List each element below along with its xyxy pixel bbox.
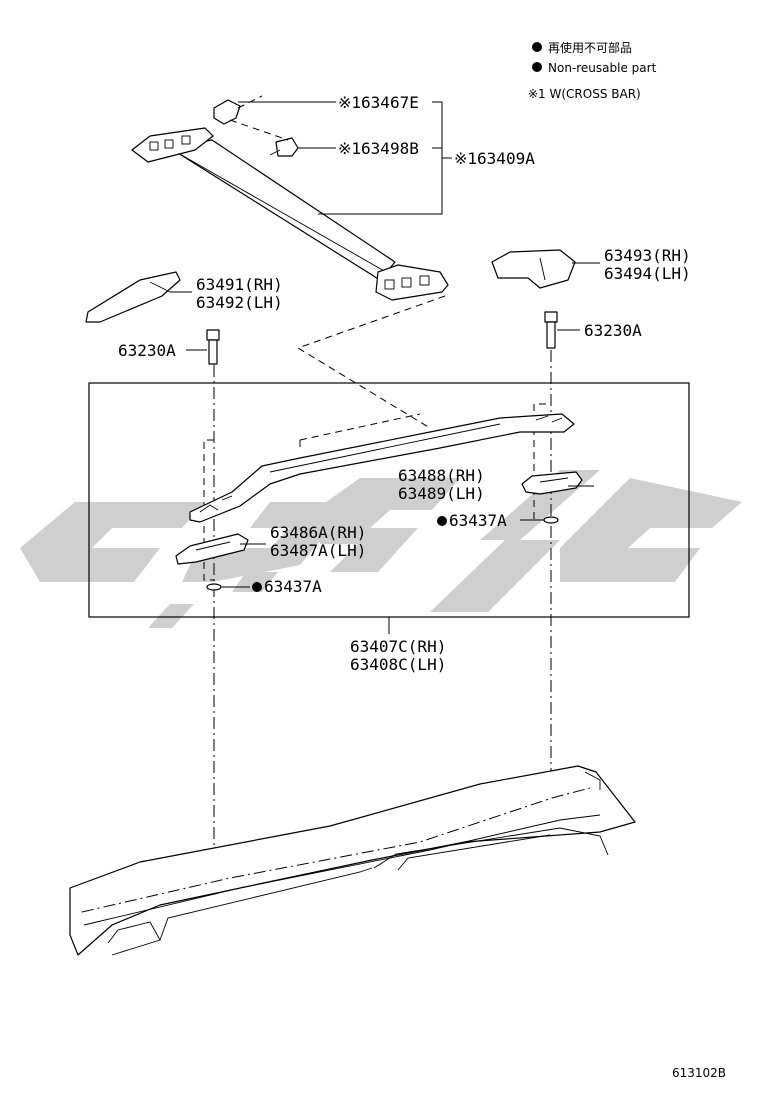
washer-right (543, 516, 559, 524)
legend-note-text: ※1 W(CROSS BAR) (528, 87, 641, 101)
washer-left (206, 583, 222, 591)
label-63488: 63488(RH) (398, 466, 485, 485)
roof-rail (189, 413, 575, 523)
label-63498B: ※163498B (338, 139, 419, 158)
nonreusable-bullet-icon-2 (532, 62, 542, 72)
guide-rail-upper (299, 413, 421, 448)
legend-jp-text: 再使用不可部品 (548, 40, 632, 55)
label-63409A: ※163409A (454, 149, 535, 168)
guide-left-box (203, 439, 214, 581)
legend-en-text: Non-reusable part (548, 61, 657, 75)
label-63489: 63489(LH) (398, 484, 485, 503)
vehicle-roof (69, 765, 636, 956)
label-63230A-right: 63230A (584, 321, 642, 340)
label-63493: 63493(RH) (604, 246, 691, 265)
end-cover-right (491, 249, 576, 289)
guide-bar-to-rail (296, 295, 446, 429)
label-63437A-left: 63437A (264, 577, 322, 596)
watermark-logo (20, 470, 742, 628)
nonreusable-marker-icon-2 (252, 582, 262, 592)
label-63467E: ※163467E (338, 93, 419, 112)
label-63407C: 63407C(RH) (350, 637, 446, 656)
support-63486A (175, 533, 249, 565)
bolt-left (206, 329, 220, 365)
nonreusable-bullet-icon (532, 42, 542, 52)
cross-bar-assembly (131, 95, 449, 301)
label-63230A-left: 63230A (118, 341, 176, 360)
legend: 再使用不可部品 Non-reusable part ※1 W(CROSS BAR… (528, 40, 657, 101)
end-cover-left (85, 271, 181, 323)
label-63491: 63491(RH) (196, 275, 283, 294)
figure-id: 613102B (672, 1066, 726, 1080)
label-63487A: 63487A(LH) (270, 541, 366, 560)
callouts: ※163467E ※163498B ※163409A 63491(RH) 634… (118, 93, 691, 674)
label-63437A-right: 63437A (449, 511, 507, 530)
bolt-right (544, 311, 558, 349)
label-63492: 63492(LH) (196, 293, 283, 312)
label-63494: 63494(LH) (604, 264, 691, 283)
leader-lines (170, 101, 600, 634)
support-63488 (521, 471, 583, 495)
label-63486A: 63486A(RH) (270, 523, 366, 542)
nonreusable-marker-icon (437, 516, 447, 526)
label-63408C: 63408C(LH) (350, 655, 446, 674)
